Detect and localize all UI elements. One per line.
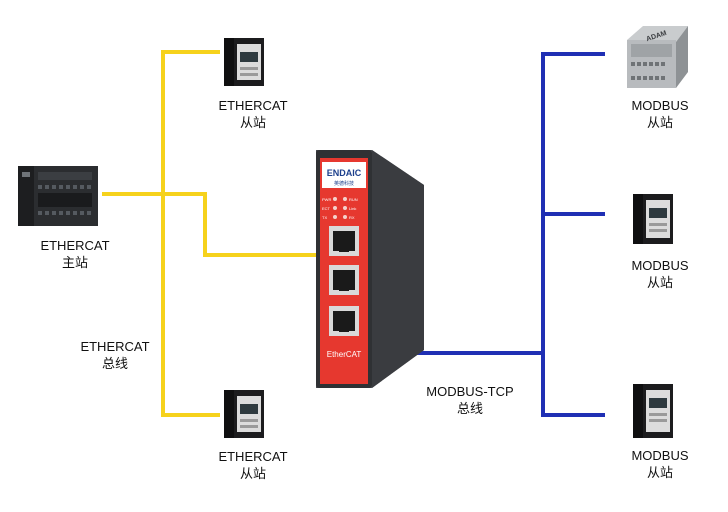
- led-label: Link: [349, 206, 356, 211]
- led-label: PWR: [322, 197, 331, 202]
- modbus-slave-1-label: MODBUS 从站: [605, 97, 715, 131]
- gateway-led-panel: PWR ECT TX RUN Link RX: [322, 197, 358, 220]
- label-line: 从站: [646, 115, 673, 130]
- label-line: 主站: [61, 255, 88, 270]
- servo-drive-icon: [633, 194, 673, 244]
- label-line: MODBUS: [631, 258, 689, 273]
- led-label: RX: [349, 215, 355, 220]
- led-indicator: [343, 197, 347, 201]
- ethercat-branch-gateway: [203, 192, 318, 257]
- ethercat-slave-bottom-label: ETHERCAT 从站: [198, 448, 308, 482]
- led-label: RUN: [349, 197, 358, 202]
- ethercat-bus-lines: [102, 50, 318, 417]
- gateway-brand-plate: [322, 162, 366, 188]
- modbus-bus-lines: [411, 52, 605, 417]
- led-label: ECT: [322, 206, 331, 211]
- led-indicator: [333, 197, 337, 201]
- ethernet-port-1[interactable]: [329, 226, 359, 256]
- ethernet-port-3[interactable]: [329, 306, 359, 336]
- modbus-slave-2-label: MODBUS 从站: [605, 257, 715, 291]
- gateway-model-label: EtherCAT: [327, 350, 362, 359]
- label-line: MODBUS-TCP: [426, 384, 514, 399]
- gateway-brand-sub: 英德科技: [334, 180, 354, 187]
- ethercat-modbus-gateway-icon: ENDAIC 英德科技 PWR ECT TX RUN Link RX: [316, 150, 424, 388]
- label-line: ETHERCAT: [40, 238, 110, 253]
- modbus-tcp-bus-label: MODBUS-TCP 总线: [400, 383, 540, 417]
- label-line: 从站: [239, 466, 266, 481]
- label-line: ETHERCAT: [218, 449, 288, 464]
- label-line: 总线: [456, 401, 483, 416]
- servo-drive-icon: [224, 38, 264, 86]
- label-line: MODBUS: [631, 448, 689, 463]
- label-line: 从站: [239, 115, 266, 130]
- ethercat-bus-label: ETHERCAT 总线: [60, 338, 170, 372]
- plc-controller-icon: [18, 166, 98, 226]
- label-line: 从站: [646, 465, 673, 480]
- label-line: ETHERCAT: [80, 339, 150, 354]
- label-line: MODBUS: [631, 98, 689, 113]
- modbus-slave-3-label: MODBUS 从站: [605, 447, 715, 481]
- label-line: ETHERCAT: [218, 98, 288, 113]
- servo-drive-icon: [633, 384, 673, 438]
- led-indicator: [333, 206, 337, 210]
- led-indicator: [343, 206, 347, 210]
- label-line: 总线: [101, 356, 128, 371]
- label-line: 从站: [646, 275, 673, 290]
- adam-io-module-icon: ADAM: [627, 26, 688, 88]
- ethercat-master-label: ETHERCAT 主站: [20, 237, 130, 271]
- led-indicator: [343, 215, 347, 219]
- gateway-brand: ENDAIC: [327, 168, 362, 178]
- led-label: TX: [322, 215, 327, 220]
- led-indicator: [333, 215, 337, 219]
- ethernet-port-2[interactable]: [329, 265, 359, 295]
- servo-drive-icon: [224, 390, 264, 438]
- ethercat-slave-top-label: ETHERCAT 从站: [198, 97, 308, 131]
